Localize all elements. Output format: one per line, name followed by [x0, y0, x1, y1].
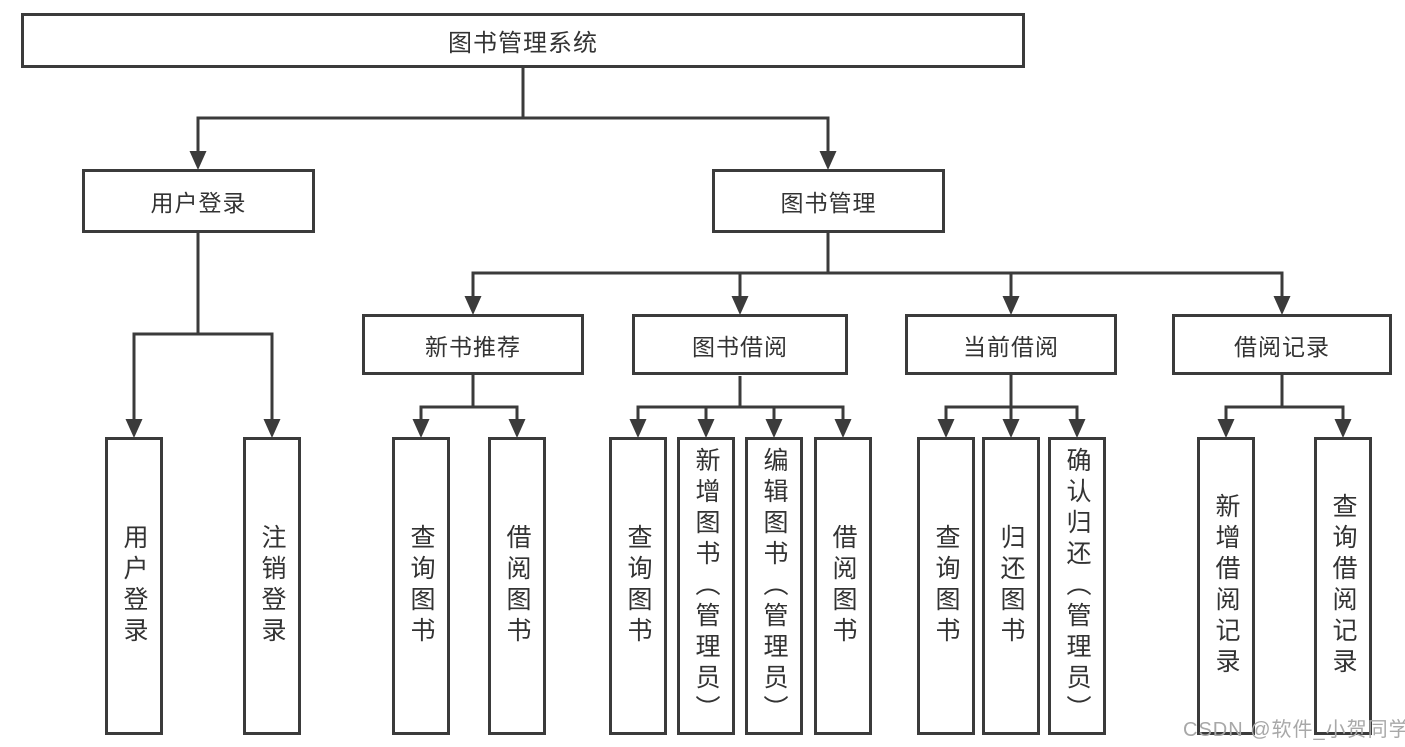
node-label: 编辑图书（管理员）	[760, 446, 788, 726]
node-label: 注销登录	[258, 524, 286, 648]
node-label: 用户登录	[150, 190, 247, 216]
node-label: 查询图书	[407, 524, 435, 648]
node-label: 当前借阅	[963, 333, 1059, 360]
node-label: 借阅记录	[1234, 333, 1330, 360]
leaf-query-books-recommend: 查询图书	[392, 437, 450, 735]
node-label: 新增图书（管理员）	[692, 446, 720, 726]
leaf-add-books-admin: 新增图书（管理员）	[677, 437, 735, 735]
node-label: 新书推荐	[425, 333, 521, 360]
node-label: 图书管理系统	[448, 30, 598, 57]
leaf-user-login: 用户登录	[105, 437, 163, 735]
node-user-login: 用户登录	[82, 169, 315, 233]
leaf-query-books-current: 查询图书	[917, 437, 975, 735]
node-label: 查询图书	[932, 524, 960, 648]
leaf-query-borrow-record: 查询借阅记录	[1314, 437, 1372, 735]
leaf-edit-books-admin: 编辑图书（管理员）	[745, 437, 803, 735]
leaf-query-books-borrowing: 查询图书	[609, 437, 667, 735]
node-label: 图书管理	[780, 190, 877, 216]
node-current-borrowing: 当前借阅	[905, 314, 1117, 375]
node-new-book-recommendation: 新书推荐	[362, 314, 584, 375]
node-label: 新增借阅记录	[1212, 493, 1240, 679]
node-label: 借阅图书	[829, 524, 857, 648]
leaf-return-books: 归还图书	[982, 437, 1040, 735]
node-borrowing-records: 借阅记录	[1172, 314, 1392, 375]
leaf-borrow-books-recommend: 借阅图书	[488, 437, 546, 735]
node-label: 归还图书	[997, 524, 1025, 648]
node-book-borrowing: 图书借阅	[632, 314, 848, 375]
node-label: 借阅图书	[503, 524, 531, 648]
leaf-logout: 注销登录	[243, 437, 301, 735]
node-label: 图书借阅	[692, 333, 788, 360]
node-label: 用户登录	[120, 524, 148, 648]
leaf-borrow-books: 借阅图书	[814, 437, 872, 735]
node-label: 查询借阅记录	[1329, 493, 1357, 679]
node-library-management-system: 图书管理系统	[21, 13, 1025, 68]
node-label: 查询图书	[624, 524, 652, 648]
node-label: 确认归还（管理员）	[1063, 446, 1091, 726]
csdn-watermark: CSDN @软件_小贺同学	[1183, 719, 1405, 741]
node-book-management: 图书管理	[712, 169, 945, 233]
leaf-add-borrow-record: 新增借阅记录	[1197, 437, 1255, 735]
leaf-confirm-return-admin: 确认归还（管理员）	[1048, 437, 1106, 735]
